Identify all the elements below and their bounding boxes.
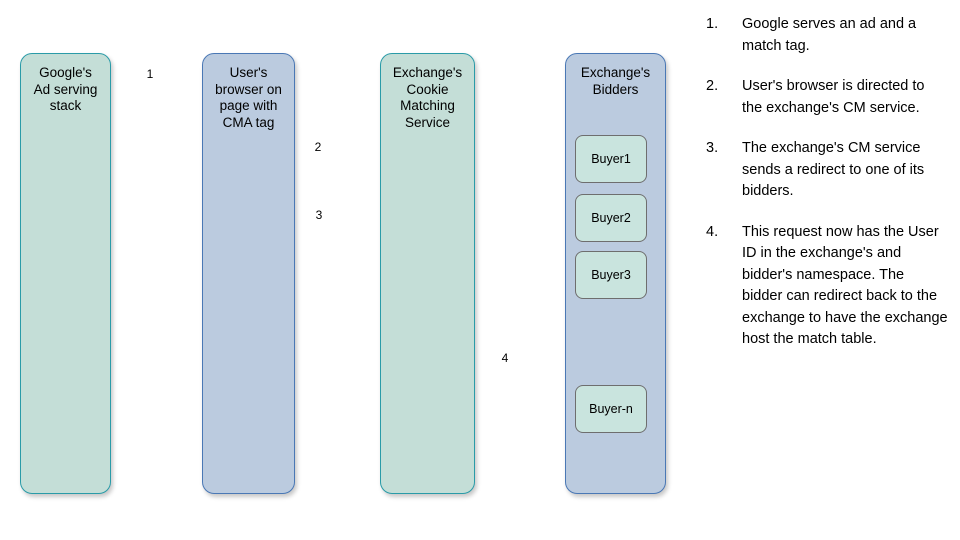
lane-google-label: Google's Ad serving stack (33, 65, 98, 113)
arrow-label-3: 3 (315, 208, 323, 222)
buyer-label-1: Buyer1 (591, 152, 631, 166)
lane-bidders-label: Exchange's Bidders (580, 65, 651, 97)
list-item: 1. Google serves an ad and a match tag. (706, 14, 948, 57)
buyer-box-2[interactable]: Buyer2 (575, 194, 647, 242)
step-text-4: This request now has the User ID in the … (742, 223, 948, 348)
list-item: 4. This request now has the User ID in t… (706, 222, 948, 351)
step-number-1: 1. (706, 16, 719, 32)
lane-cms-label: Exchange's Cookie Matching Service (392, 65, 463, 130)
lane-google-ad-serving-stack[interactable]: Google's Ad serving stack (20, 53, 111, 494)
buyer-label-n: Buyer-n (589, 402, 633, 416)
buyer-label-2: Buyer2 (591, 211, 631, 225)
buyer-box-n[interactable]: Buyer-n (575, 385, 647, 433)
step-text-1: Google serves an ad and a match tag. (742, 16, 917, 54)
steps-list: 1. Google serves an ad and a match tag. … (706, 14, 948, 370)
lane-user-browser[interactable]: User's browser on page with CMA tag (202, 53, 295, 494)
step-text-2: User's browser is directed to the exchan… (742, 78, 925, 116)
lane-exchange-cookie-matching-service[interactable]: Exchange's Cookie Matching Service (380, 53, 475, 494)
arrow-label-2: 2 (314, 140, 322, 154)
buyer-box-1[interactable]: Buyer1 (575, 135, 647, 183)
step-number-2: 2. (706, 78, 719, 94)
list-item: 3. The exchange's CM service sends a red… (706, 138, 948, 203)
arrow-label-4: 4 (501, 351, 509, 365)
lane-browser-label: User's browser on page with CMA tag (215, 65, 282, 130)
step-number-4: 4. (706, 223, 719, 240)
list-item: 2. User's browser is directed to the exc… (706, 76, 948, 119)
step-text-3: The exchange's CM service sends a redire… (742, 140, 925, 199)
buyer-box-3[interactable]: Buyer3 (575, 251, 647, 299)
buyer-label-3: Buyer3 (591, 268, 631, 282)
arrow-label-1: 1 (146, 67, 154, 81)
step-number-3: 3. (706, 140, 719, 156)
